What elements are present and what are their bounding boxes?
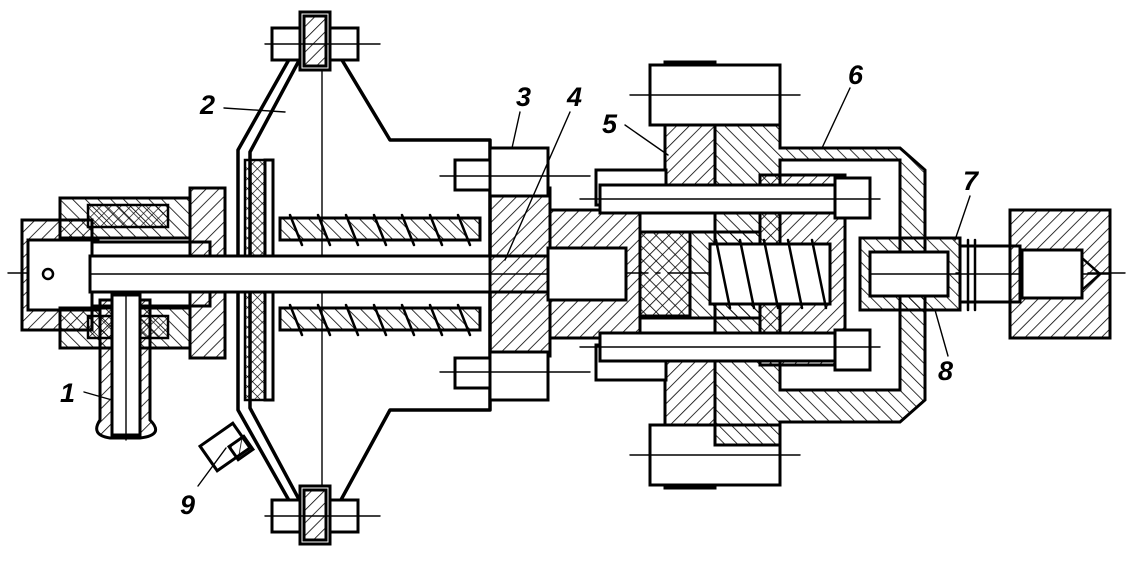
rod-guide-boss — [439, 146, 591, 402]
label-5: 5 — [602, 109, 618, 139]
diaphragm-bolt-bottom — [264, 484, 381, 546]
label-9: 9 — [180, 490, 195, 520]
label-1: 1 — [60, 378, 75, 408]
label-4: 4 — [566, 82, 582, 112]
inlet-pipe — [95, 289, 158, 441]
inner-spring — [708, 238, 832, 310]
end-nut — [1008, 208, 1112, 340]
label-3: 3 — [516, 82, 531, 112]
label-6: 6 — [848, 60, 864, 90]
reference-labels: 1 2 3 4 5 6 7 8 9 — [60, 60, 980, 520]
label-7: 7 — [963, 166, 980, 196]
label-8: 8 — [938, 356, 953, 386]
coupling-bolts — [579, 168, 881, 382]
drain-plug — [197, 421, 256, 473]
leader-lines — [83, 87, 971, 487]
label-2: 2 — [199, 90, 215, 120]
output-shaft — [858, 236, 1111, 312]
return-spring — [278, 213, 482, 337]
diaphragm-bolt-top — [264, 10, 381, 72]
